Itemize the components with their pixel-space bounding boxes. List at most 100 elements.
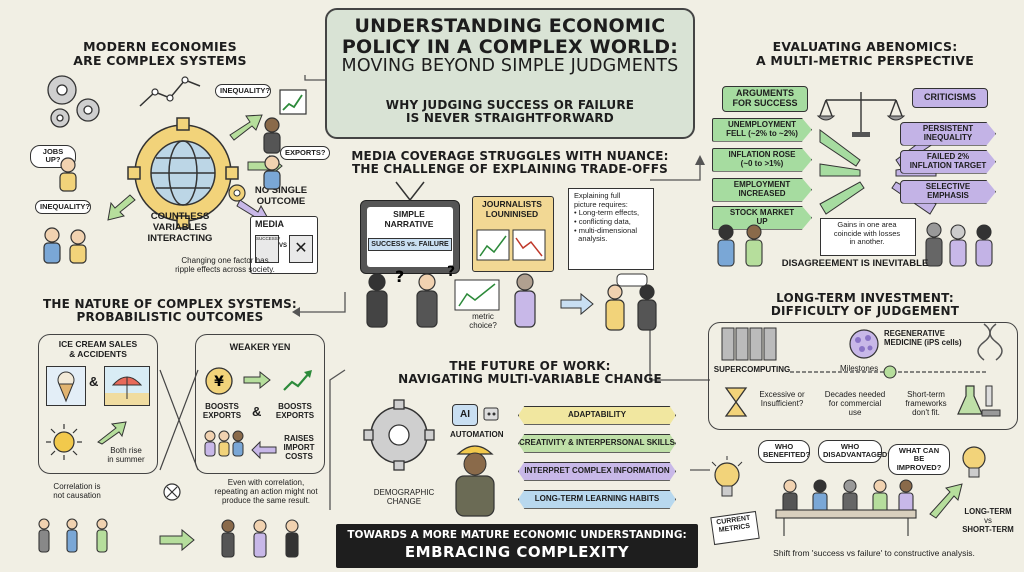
shift-caption: Shift from 'success vs failure' to const… (773, 548, 975, 558)
bulb-right-icon (962, 446, 986, 478)
both-rise-line-2: in summer (107, 455, 145, 465)
bulb-left-icon (711, 456, 743, 497)
success-item-2: INFLATION ROSE (~0 to >1%) (712, 148, 812, 172)
main-subtitle: WHY JUDGING SUCCESS OR FAILURE IS NEVER … (330, 99, 690, 125)
lt-line-3: SHORT-TERM (962, 524, 1014, 534)
tv-set (360, 200, 460, 274)
import-people-icon (204, 430, 244, 457)
success-item-1: UNEMPLOYMENT FELL (~2% to ~2%) (712, 118, 812, 142)
longterm-vs-shortterm: LONG-TERM vs SHORT-TERM (958, 507, 1018, 535)
countless-variables: COUNTLESS VARIABLES INTERACTING (135, 211, 225, 245)
future-title-line-1: THE FUTURE OF WORK: (449, 359, 611, 373)
complex-title: THE NATURE OF COMPLEX SYSTEMS: PROBABILI… (40, 298, 300, 324)
bubble-who-benefited: WHO BENEFITED? (758, 440, 810, 463)
people-bottom-left (38, 518, 299, 558)
cells-icon (849, 329, 879, 359)
even-with-correlation: Even with correlation, repeating an acti… (200, 478, 332, 506)
target-icon (228, 184, 246, 202)
regenerative-label: REGENERATIVE MEDICINE (iPS cells) (884, 329, 976, 348)
title-line-3: MOVING BEYOND SIMPLE JUDGMENTS (341, 56, 679, 77)
criticism-item-2: FAILED 2% INFLATION TARGET (900, 150, 996, 174)
yen-arrow-icon (243, 370, 271, 390)
explain-item-1-text: Long-term effects, (578, 208, 640, 218)
media-people: ? ? (366, 264, 657, 331)
boosts-exports-right: BOOSTS EXPORTS (275, 402, 315, 421)
ripple-caption-line-1: Changing one factor has (181, 256, 269, 265)
subtitle-line-1: WHY JUDGING SUCCESS OR FAILURE (385, 98, 635, 112)
tv-antenna-icon (395, 181, 425, 201)
explain-paper (568, 188, 654, 270)
people-top-left (43, 117, 281, 264)
countless-line-1: COUNTLESS (150, 211, 210, 222)
media-fail-box: ✕ (289, 235, 313, 263)
modern-title: MODERN ECONOMIES ARE COMPLEX SYSTEMS (70, 40, 250, 67)
future-title-line-2: NAVIGATING MULTI-VARIABLE CHANGE (398, 371, 662, 386)
lab-flask-icon (957, 385, 1001, 417)
criticism-item-1-line-1: PERSISTENT (922, 124, 974, 133)
footer-line-2: EMBRACING COMPLEXITY (404, 543, 630, 561)
supercomputer-icon (721, 327, 777, 361)
explain-item-3-text: multi-dimensional (578, 225, 638, 235)
longterm-panel (708, 322, 1018, 430)
improved-line-2: IMPROVED? (896, 462, 942, 472)
skill-learning: LONG-TERM LEARNING HABITS (518, 490, 676, 509)
disagreement-label: DISAGREEMENT IS INEVITABLE (781, 258, 929, 269)
exports-chart-icon (283, 370, 312, 391)
success-failure-tag: SUCCESS vs. FAILURE (368, 238, 452, 251)
demographic-line-1: DEMOGRAPHIC (373, 488, 435, 497)
excessive-line-1: Excessive or (759, 390, 805, 399)
journalists-line-2: LOUNINISED (485, 208, 539, 219)
success-item-1-line-2: FELL (~2% to ~2%) (726, 128, 798, 138)
success-item-1-line-1: UNEMPLOYMENT (728, 120, 796, 129)
main-title: UNDERSTANDING ECONOMIC POLICY IN A COMPL… (330, 16, 690, 76)
svg-text:?: ? (447, 264, 455, 280)
growth-chart-icon (279, 89, 307, 115)
ice-cream-title: ICE CREAM SALES & ACCIDENTS (40, 339, 156, 360)
complex-title-line-1: THE NATURE OF COMPLEX SYSTEMS: (43, 297, 297, 311)
explain-heading-line-1: Explaining full (574, 191, 621, 200)
automation-robot-icon (483, 407, 499, 421)
title-line-2: POLICY IN A COMPLEX WORLD: (341, 35, 679, 58)
explain-heading-line-2: picture requires: (574, 199, 628, 209)
regen-line-2: MEDICINE (iPS cells) (884, 337, 962, 347)
timeline-line (790, 365, 986, 379)
criticism-item-3-line-2: EMPHASIS (927, 190, 969, 200)
modern-title-line-2: ARE COMPLEX SYSTEMS (73, 52, 247, 68)
ice-cream-image (46, 366, 86, 406)
success-item-2-line-1: INFLATION ROSE (728, 150, 796, 159)
journalist-chart-icon (476, 229, 546, 261)
milestones-label: Milestones (840, 364, 879, 373)
skill-creativity: CREATIVITY & INTERPERSONAL SKILLS (518, 434, 676, 453)
both-rise: Both rise in summer (96, 446, 156, 464)
success-item-4-line-1: STOCK MARKET (729, 208, 795, 217)
correlation-caption: Correlation is not causation (32, 482, 122, 500)
decades-line-3: use (848, 408, 862, 418)
even-line-2: repeating an action might not (214, 487, 318, 497)
import-arrow-icon (251, 440, 277, 460)
gains-line-1: Gains in one area (837, 220, 897, 229)
explain-item-3: • multi-dimensional (574, 225, 638, 235)
network-chart-icon (139, 76, 201, 107)
title-line-1: UNDERSTANDING ECONOMIC (354, 15, 666, 37)
footer-line-1: TOWARDS A MORE MATURE ECONOMIC UNDERSTAN… (347, 529, 687, 541)
header-box (325, 8, 695, 139)
explain-item-2: • conflicting data, (574, 216, 631, 226)
explain-item-1: • Long-term effects, (574, 208, 640, 218)
bubble-inequality-left: INEQUALITY? (35, 200, 91, 215)
simple-line-1: SIMPLE (393, 209, 425, 219)
rise-arrow-icon (97, 421, 127, 445)
raises-import-costs: RAISES IMPORT COSTS (276, 434, 322, 462)
raises-line-3: COSTS (285, 452, 313, 462)
countless-line-3: INTERACTING (147, 232, 213, 244)
demographic-label: DEMOGRAPHIC CHANGE (366, 488, 442, 506)
no-single-line-2: OUTCOME (256, 195, 306, 207)
gains-text: Gains in one area coincide with losses i… (822, 220, 912, 247)
media-box: MEDIA SUCCESS? VS ✕ (250, 216, 318, 274)
no-single-outcome: NO SINGLE OUTCOME (246, 185, 316, 208)
automation-label: AUTOMATION (450, 430, 504, 439)
gears-icon (47, 75, 100, 128)
supercomputing-label: SUPERCOMPUTING (713, 365, 791, 374)
svg-text:?: ? (395, 267, 404, 286)
cross-lines (159, 369, 199, 471)
demographic-line-2: CHANGE (386, 497, 422, 507)
